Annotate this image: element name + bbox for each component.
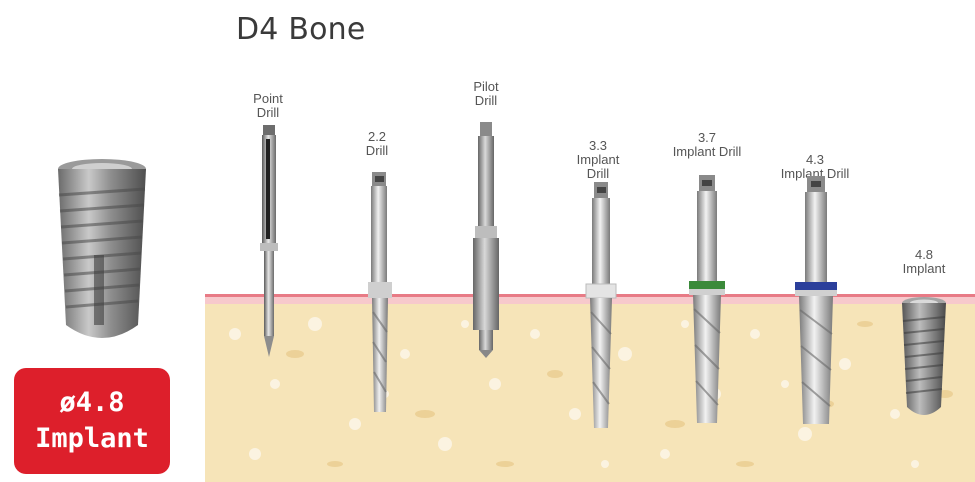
tool-label-3-3-implant-drill: 3.3 Implant Drill bbox=[577, 139, 620, 181]
point-drill-icon bbox=[255, 125, 283, 365]
label-line: Point bbox=[253, 92, 283, 106]
implant-drill-4-3-icon bbox=[793, 176, 839, 431]
tool-label-3-7-implant-drill: 3.7 Implant Drill bbox=[673, 131, 742, 159]
tool-label-2-2-drill: 2.2 Drill bbox=[366, 130, 388, 158]
label-line: 3.7 bbox=[673, 131, 742, 145]
page-title: D4 Bone bbox=[236, 12, 366, 47]
badge-label: Implant bbox=[35, 421, 149, 457]
badge-size: ø4.8 bbox=[59, 385, 124, 421]
label-line: Drill bbox=[253, 106, 283, 120]
label-line: Implant Drill bbox=[673, 145, 742, 159]
drill-2-2-icon bbox=[364, 172, 396, 422]
label-line: Implant bbox=[577, 153, 620, 167]
tool-label-4-8-implant: 4.8 Implant bbox=[903, 248, 946, 276]
label-line: 3.3 bbox=[577, 139, 620, 153]
label-line: Drill bbox=[473, 94, 498, 108]
label-line: 4.3 bbox=[781, 153, 850, 167]
implant-drill-3-7-icon bbox=[687, 175, 727, 430]
implant-drill-3-3-icon bbox=[584, 182, 618, 432]
tool-label-point-drill: Point Drill bbox=[253, 92, 283, 120]
implant-illustration bbox=[42, 155, 162, 355]
label-line: Drill bbox=[366, 144, 388, 158]
label-line: 2.2 bbox=[366, 130, 388, 144]
implant-4-8-icon bbox=[899, 295, 949, 425]
pilot-drill-icon bbox=[470, 122, 502, 360]
label-line: Pilot bbox=[473, 80, 498, 94]
tool-label-pilot-drill: Pilot Drill bbox=[473, 80, 498, 108]
label-line: Drill bbox=[577, 167, 620, 181]
implant-size-badge: ø4.8 Implant bbox=[14, 368, 170, 474]
label-line: 4.8 bbox=[903, 248, 946, 262]
label-line: Implant bbox=[903, 262, 946, 276]
